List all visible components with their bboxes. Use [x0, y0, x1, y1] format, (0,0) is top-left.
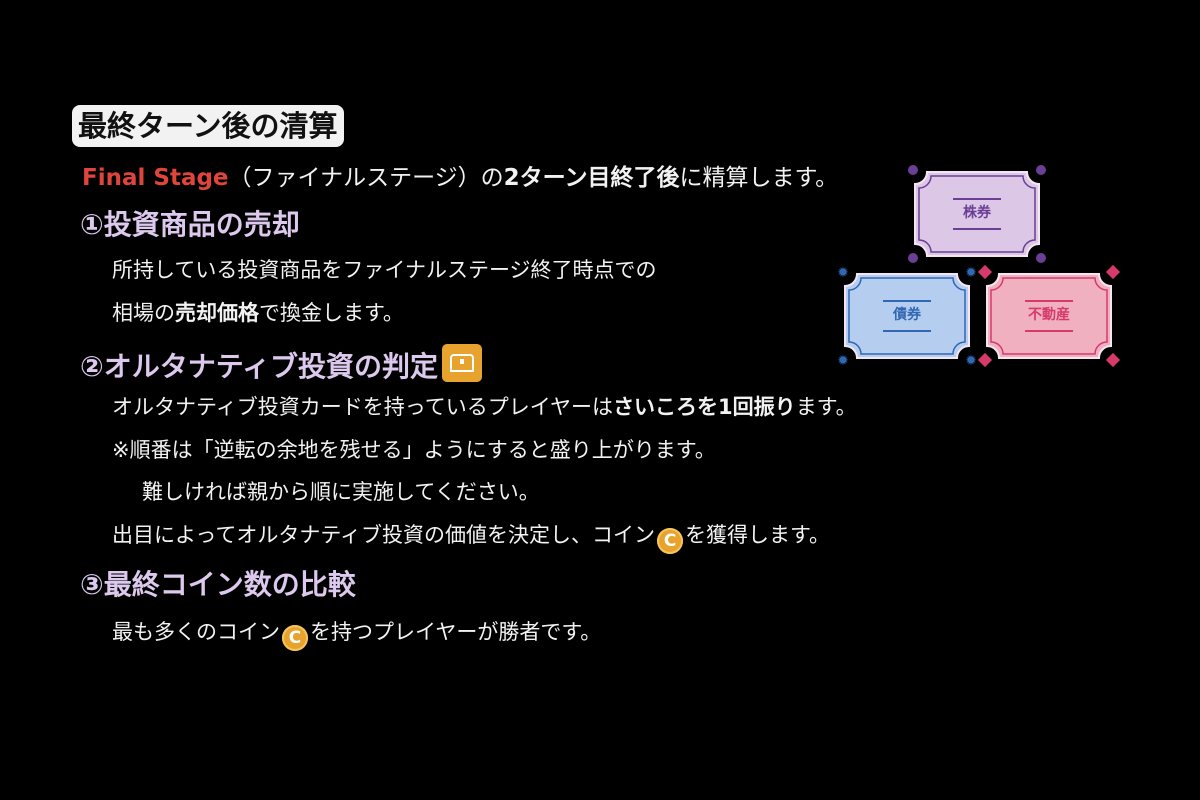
text: 最も多くのコイン — [112, 620, 280, 644]
corner-diamond — [977, 352, 993, 368]
section-1-line-1: 所持している投資商品をファイナルステージ終了時点での — [112, 258, 657, 282]
corner-star: ✹ — [965, 265, 977, 281]
section-2-line-1: オルタナティブ投資カードを持っているプレイヤーはさいころを1回振ります。 — [112, 392, 857, 422]
final-stage-label: Final Stage — [82, 165, 229, 191]
corner-diamond — [977, 264, 993, 280]
card-line — [953, 198, 1001, 200]
section-3-heading: ③最終コイン数の比較 — [80, 568, 356, 601]
card-frame — [918, 175, 1036, 253]
coin-icon: C — [657, 528, 684, 554]
corner-dot — [908, 165, 918, 175]
corner-dot — [1036, 253, 1046, 263]
card-line — [1025, 330, 1073, 332]
card-bonds: ✹ ✹ ✹ ✹ 債券 — [837, 265, 977, 369]
card-line — [883, 330, 931, 332]
corner-diamond — [1105, 352, 1121, 368]
heading-text: ②オルタナティブ投資の判定 — [80, 350, 439, 383]
text: で換金します。 — [259, 301, 404, 325]
card-body — [986, 273, 1112, 359]
page-title: 最終ターン後の清算 — [72, 105, 344, 147]
card-label: 不動産 — [1028, 307, 1070, 323]
corner-dot — [908, 253, 918, 263]
treasure-chest-icon — [442, 344, 483, 382]
card-body — [844, 273, 970, 359]
intro-bold: 2ターン目終了後 — [503, 165, 680, 191]
corner-star: ✹ — [837, 265, 849, 281]
text: オルタナティブ投資カードを持っているプレイヤーは — [112, 395, 614, 419]
corner-dot — [1036, 165, 1046, 175]
section-1-heading: ①投資商品の売却 — [80, 208, 300, 241]
intro-text: Final Stage（ファイナルステージ）の2ターン目終了後に精算します。 — [82, 162, 838, 194]
intro-rest: に精算します。 — [679, 165, 839, 191]
text: ます。 — [795, 395, 857, 419]
card-line — [953, 228, 1001, 230]
section-2-heading: ②オルタナティブ投資の判定 — [80, 344, 483, 385]
intro-paren: （ファイナルステージ）の — [228, 165, 504, 191]
card-stocks: 株券 — [908, 165, 1046, 263]
text-bold: 売却価格 — [175, 301, 259, 325]
card-frame — [990, 277, 1108, 355]
corner-diamond — [1105, 264, 1121, 280]
card-line — [883, 300, 931, 302]
corner-star: ✹ — [837, 353, 849, 369]
section-2-line-3: 難しければ親から順に実施してください。 — [142, 480, 540, 504]
section-2-line-2: ※順番は「逆転の余地を残せる」ようにすると盛り上がります。 — [112, 438, 716, 462]
card-frame — [848, 277, 966, 355]
card-label: 株券 — [963, 205, 991, 221]
text: 出目によってオルタナティブ投資の価値を決定し、コイン — [112, 523, 656, 547]
section-1-line-2: 相場の売却価格で換金します。 — [112, 298, 404, 328]
text-bold: さいころを1回振り — [613, 395, 796, 419]
card-line — [1025, 300, 1073, 302]
text: を獲得します。 — [685, 523, 830, 547]
card-label: 債券 — [893, 307, 921, 323]
coin-icon: C — [282, 625, 308, 651]
card-real-estate: 不動産 — [977, 264, 1121, 368]
text: を持つプレイヤーが勝者です。 — [310, 620, 602, 644]
text: 相場の — [112, 301, 175, 325]
card-body — [914, 171, 1040, 257]
corner-star: ✹ — [965, 353, 977, 369]
